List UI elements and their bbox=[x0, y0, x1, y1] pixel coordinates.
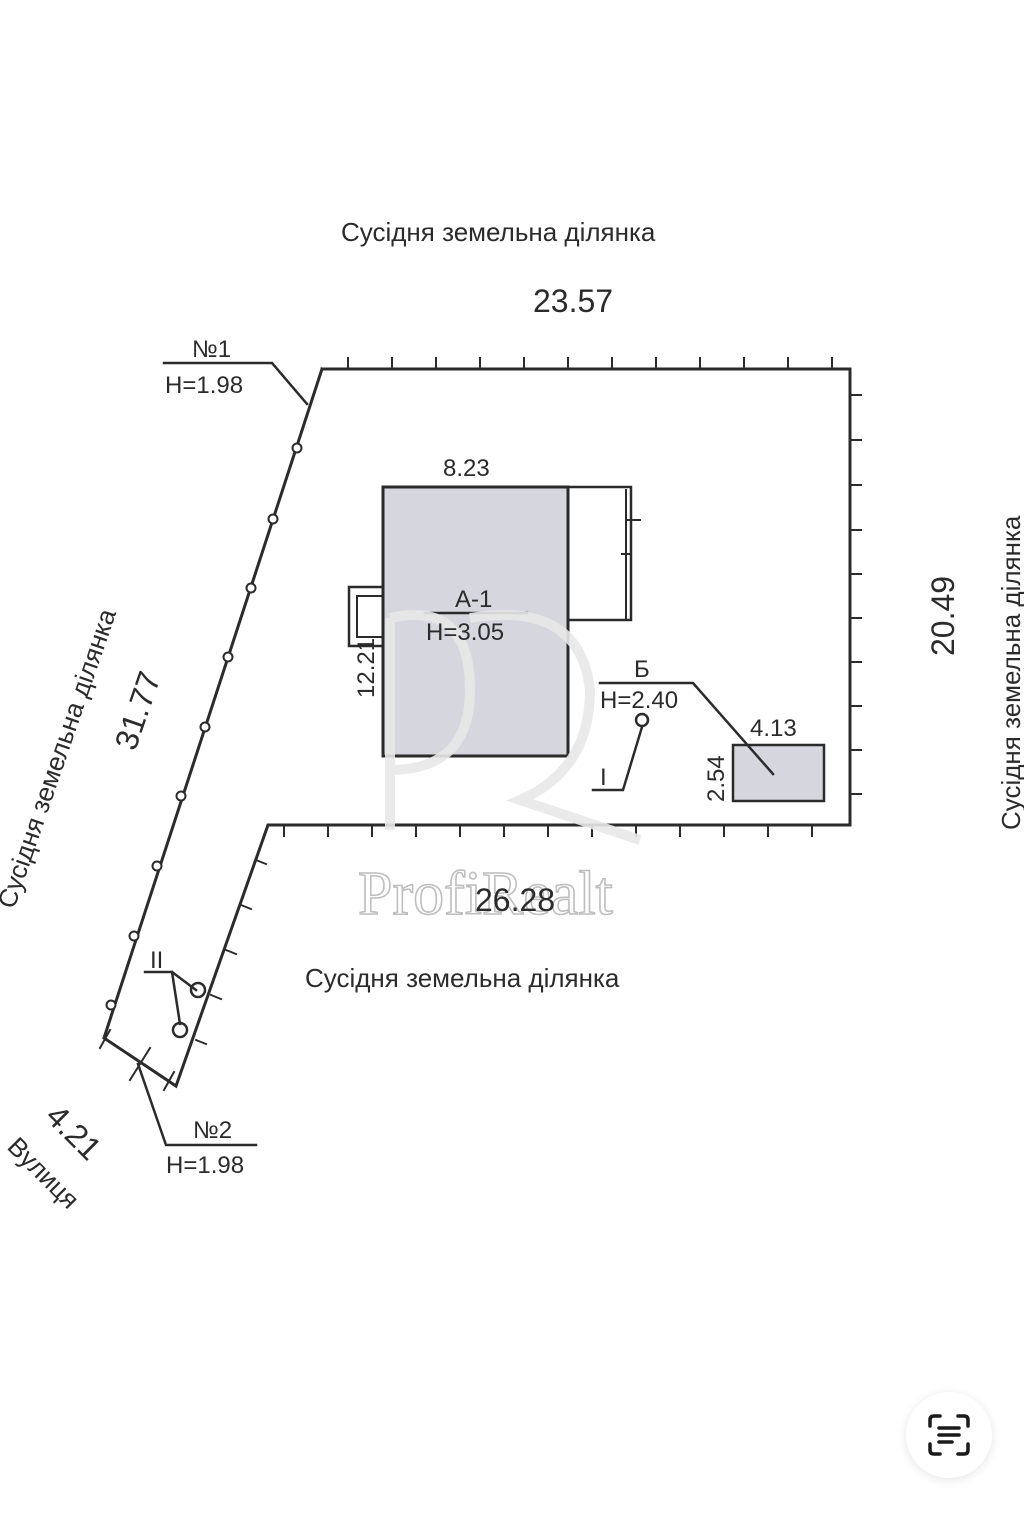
building-b bbox=[731, 743, 826, 803]
building-a-width: 8.23 bbox=[443, 455, 490, 482]
building-b-depth: 2.54 bbox=[703, 755, 730, 802]
street-front-ticks bbox=[98, 1028, 176, 1092]
fence-posts bbox=[105, 442, 303, 1011]
point-2-height: H=1.98 bbox=[166, 1152, 244, 1179]
watermark: ProfiRealt bbox=[357, 610, 642, 929]
building-b-leader bbox=[598, 681, 775, 776]
dimension-left: 31.77 bbox=[108, 667, 168, 754]
marker-2-label: II bbox=[150, 947, 163, 974]
neighbor-left-label: Сусідня земельна ділянка bbox=[0, 604, 122, 912]
dimension-bottom: 26.28 bbox=[475, 882, 555, 918]
marker-1-leader bbox=[591, 725, 644, 792]
building-b-id: Б bbox=[634, 656, 650, 683]
parcel-boundary bbox=[102, 367, 852, 1089]
bottom-boundary-ticks bbox=[283, 824, 813, 837]
point-2-leader bbox=[136, 1062, 258, 1147]
neighbor-right-label: Сусідня земельна ділянка bbox=[996, 515, 1024, 830]
building-b-height: H=2.40 bbox=[600, 687, 678, 714]
top-boundary-ticks bbox=[347, 357, 833, 370]
entrance-porch bbox=[347, 585, 385, 648]
building-a-depth: 12.21 bbox=[353, 638, 380, 698]
text-scan-button[interactable] bbox=[906, 1392, 992, 1478]
point-1-number: №1 bbox=[192, 336, 231, 363]
building-b-width: 4.13 bbox=[750, 715, 797, 742]
neighbor-top-label: Сусідня земельна ділянка bbox=[341, 217, 656, 247]
svg-text:ProfiRealt: ProfiRealt bbox=[358, 860, 613, 928]
marker-1-label: I bbox=[600, 764, 607, 791]
point-1-height: H=1.98 bbox=[165, 372, 243, 399]
building-a-height: H=3.05 bbox=[426, 619, 504, 646]
right-boundary-ticks bbox=[849, 394, 862, 795]
dimension-right: 20.49 bbox=[925, 576, 961, 656]
point-2-number: №2 bbox=[193, 1117, 232, 1144]
text-scan-icon bbox=[928, 1414, 970, 1456]
building-a-id: A-1 bbox=[455, 586, 492, 613]
inner-diagonal-ticks bbox=[194, 858, 268, 1046]
point-1-leader bbox=[162, 361, 309, 406]
marker-2-leader bbox=[143, 970, 198, 992]
dimension-top: 23.57 bbox=[533, 283, 613, 319]
neighbor-bottom-label: Сусідня земельна ділянка bbox=[305, 963, 620, 993]
